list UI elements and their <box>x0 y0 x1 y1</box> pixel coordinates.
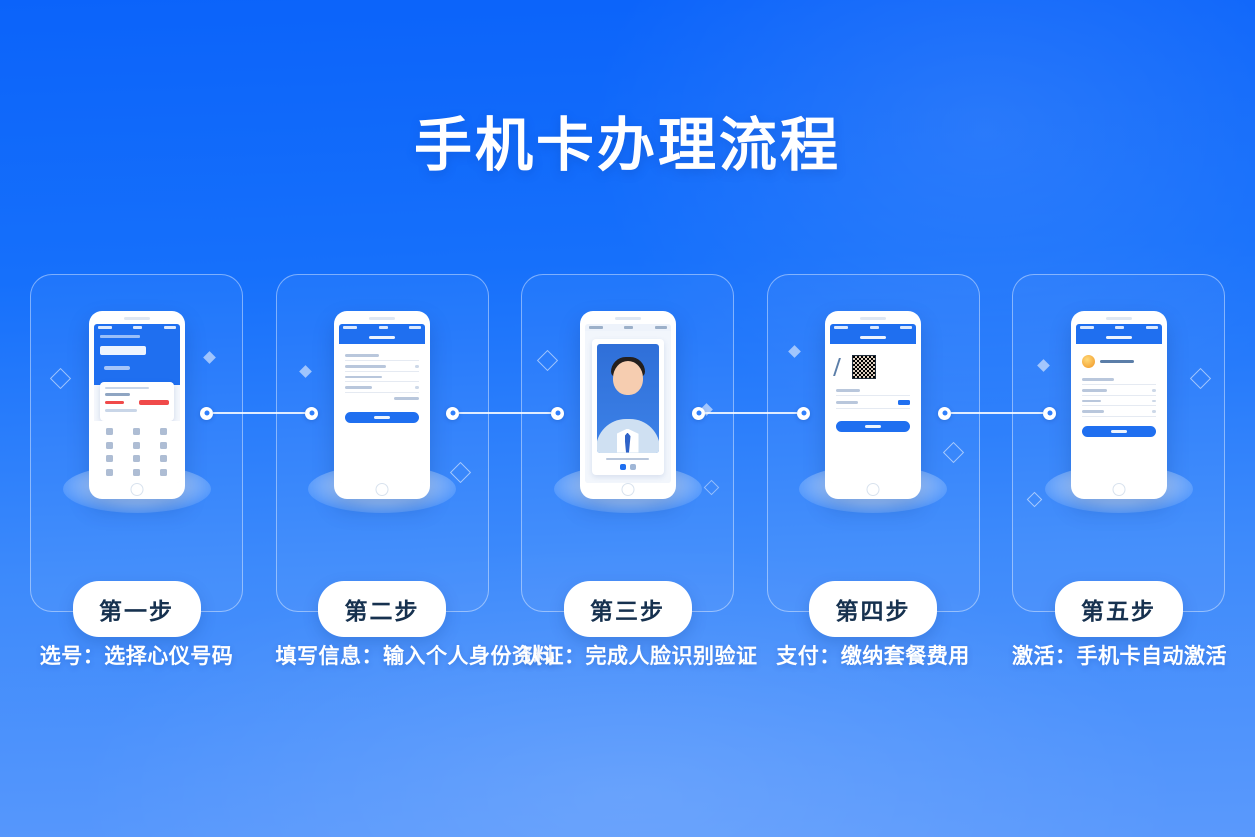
form-field-name[interactable] <box>345 350 419 361</box>
form-field-note[interactable] <box>345 393 419 403</box>
avatar <box>1081 355 1095 368</box>
payment-form <box>830 344 916 483</box>
phone-home-button <box>1112 483 1125 496</box>
user-portrait-photo <box>596 344 659 453</box>
phone-body <box>334 311 430 499</box>
activation-row-date[interactable] <box>1081 396 1156 407</box>
phone-speaker-icon <box>123 317 150 320</box>
step-caption-4: 支付：缴纳套餐费用 <box>776 645 970 668</box>
nav-title-bar <box>339 331 425 344</box>
phone-screen-info-form <box>339 324 425 483</box>
step-badge-2: 第二步 <box>318 581 446 637</box>
status-bar <box>830 324 916 331</box>
status-bar <box>584 324 671 331</box>
activation-row-status[interactable] <box>1081 385 1156 396</box>
phone-speaker-icon <box>369 317 395 320</box>
phone-screen-activation <box>1075 324 1162 483</box>
step-badge-4: 第四步 <box>809 581 937 637</box>
nav-title-bar <box>1075 331 1162 344</box>
phone-body <box>1070 311 1167 499</box>
step-caption-3: 认证：完成人脸识别验证 <box>521 645 758 668</box>
step-badge-3: 第三步 <box>563 581 692 637</box>
phone-screen-face-verification <box>584 324 671 483</box>
page-title: 手机卡办理流程 <box>413 113 841 178</box>
form-field-address[interactable] <box>345 372 419 383</box>
activate-button[interactable] <box>1081 426 1156 438</box>
form-field-id[interactable] <box>345 361 419 372</box>
face-instruction <box>597 453 659 470</box>
payment-field-amount[interactable] <box>836 385 910 396</box>
phone-home-button <box>866 483 880 496</box>
phone-mockup-4 <box>799 311 947 513</box>
payment-field-method[interactable] <box>836 396 910 409</box>
status-bar <box>93 324 180 331</box>
step-card-2[interactable]: 第二步 <box>275 274 489 637</box>
activation-row-balance[interactable] <box>1081 406 1156 418</box>
status-bar <box>339 324 425 331</box>
form-field-phone[interactable] <box>345 382 419 394</box>
submit-button[interactable] <box>345 411 419 423</box>
phone-speaker-icon <box>614 317 641 320</box>
step-card-3[interactable]: 第三步 <box>521 274 734 637</box>
steps-row: 第一步 <box>30 274 1225 637</box>
activation-row-plan[interactable] <box>1081 374 1156 385</box>
phone-mockup-3 <box>553 311 702 513</box>
step-card-4[interactable]: 第四步 <box>766 274 980 637</box>
hero-number-banner <box>93 331 180 385</box>
diamond-filled-icon <box>700 403 713 416</box>
qr-code-icon <box>852 355 876 379</box>
currency-mark-icon <box>833 358 849 376</box>
payment-qr-row <box>833 350 910 385</box>
diamond-filled-icon <box>787 345 801 358</box>
diamond-outline-icon <box>536 349 559 372</box>
phone-body <box>579 311 676 499</box>
step-caption-1: 选号：选择心仪号码 <box>39 645 234 668</box>
status-bar <box>1075 324 1162 331</box>
service-icon-grid <box>93 420 180 483</box>
phone-mockup-2 <box>308 311 456 513</box>
diamond-outline-icon <box>49 367 72 390</box>
account-header <box>1081 350 1156 374</box>
diamond-filled-icon <box>298 365 312 378</box>
diamond-filled-icon <box>203 351 216 364</box>
step-card-1[interactable]: 第一步 <box>30 274 243 637</box>
phone-screen-number-selection <box>93 324 180 483</box>
step-card-5[interactable]: 第五步 <box>1012 274 1225 637</box>
identity-form <box>339 344 425 483</box>
diamond-outline-icon <box>1026 491 1043 508</box>
phone-body <box>88 311 185 499</box>
phone-home-button <box>621 483 634 496</box>
promo-badge <box>138 400 169 406</box>
diamond-outline-icon <box>942 441 964 464</box>
phone-speaker-icon <box>860 317 886 320</box>
captions-row: 选号：选择心仪号码 填写信息：输入个人身份资料 认证：完成人脸识别验证 支付：缴… <box>30 640 1227 670</box>
pay-now-button[interactable] <box>836 420 910 432</box>
activation-panel <box>1075 344 1162 483</box>
diamond-outline-icon <box>703 479 720 496</box>
number-offer-card <box>99 381 174 421</box>
phone-screen-payment <box>830 324 916 483</box>
face-verification-area <box>584 331 671 483</box>
phone-home-button <box>375 483 389 496</box>
nav-title-bar <box>830 331 916 344</box>
step-caption-2: 填写信息：输入个人身份资料 <box>275 645 555 668</box>
diamond-outline-icon <box>449 461 471 484</box>
diamond-outline-icon <box>1189 367 1212 390</box>
phone-body <box>825 311 921 499</box>
step-badge-1: 第一步 <box>72 581 201 637</box>
step-caption-5: 激活：手机卡自动激活 <box>1012 645 1227 668</box>
phone-mockup-5 <box>1044 311 1193 513</box>
face-action-buttons[interactable] <box>597 464 659 470</box>
phone-speaker-icon <box>1105 317 1132 320</box>
phone-mockup-1 <box>62 311 211 513</box>
diamond-filled-icon <box>1037 359 1050 372</box>
step-badge-5: 第五步 <box>1054 581 1183 637</box>
face-card <box>591 339 664 475</box>
phone-home-button <box>130 483 143 496</box>
